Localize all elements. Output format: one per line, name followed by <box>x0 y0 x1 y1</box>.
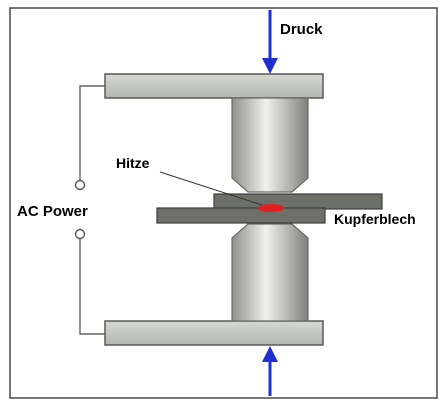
ac-power-label: AC Power <box>17 203 88 220</box>
pressure-label: Druck <box>280 21 323 38</box>
upper-electrode <box>231 97 309 193</box>
top-pressure-plate <box>104 73 324 99</box>
up-arrow-icon <box>262 346 278 396</box>
lower-electrode <box>231 223 309 322</box>
power-terminal-top <box>74 179 86 191</box>
power-terminal-bottom <box>74 228 86 240</box>
copper-sheet-upper <box>213 193 383 210</box>
power-wiring <box>79 85 105 335</box>
heat-pointer <box>159 171 263 206</box>
copper-sheet-lower <box>156 207 326 224</box>
weld-nugget <box>258 204 284 212</box>
heat-label: Hitze <box>116 155 150 171</box>
copper-sheet-label: Kupferblech <box>334 211 416 227</box>
down-arrow-icon <box>262 10 278 74</box>
bottom-pressure-plate <box>104 320 324 346</box>
